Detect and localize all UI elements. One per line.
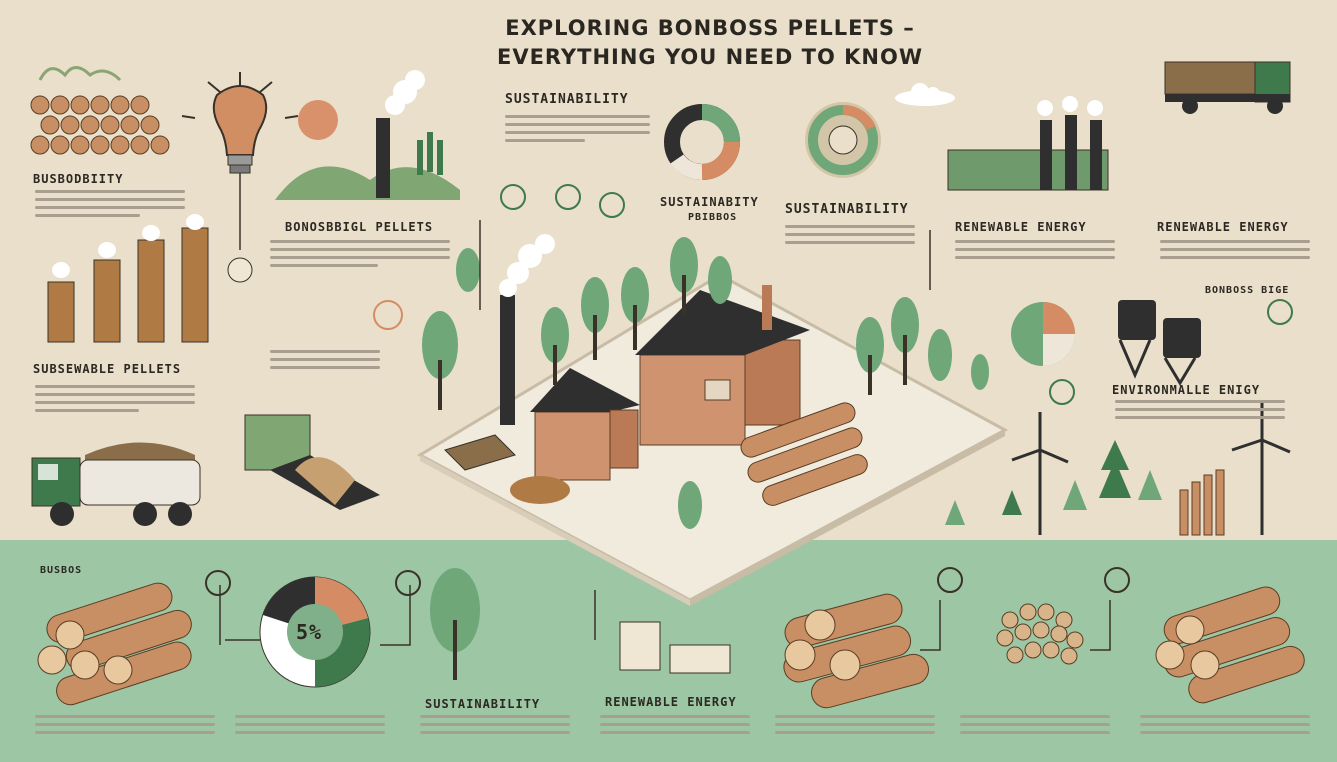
text-block <box>1160 240 1310 264</box>
text-block <box>270 350 380 374</box>
pie-chart-right <box>1011 302 1075 366</box>
truck-icon <box>31 442 201 526</box>
label-renewable-1: RENEWABLE ENERGY <box>955 220 1087 234</box>
wood-posts-right <box>1179 469 1225 536</box>
title-line-2: EVERYTHING YOU NEED TO KNOW <box>496 45 924 69</box>
tree-bottom-icon <box>430 568 480 680</box>
text-block <box>1115 400 1285 424</box>
text-block <box>775 715 935 739</box>
donut-chart-top <box>664 104 740 180</box>
cloud-icon <box>895 83 955 106</box>
donut-percent-value: 5% <box>296 620 323 644</box>
barn-large <box>635 285 810 446</box>
text-block <box>270 240 450 272</box>
pine-trees-right <box>945 440 1162 525</box>
text-block <box>235 715 385 739</box>
truck-top-right-icon <box>1164 61 1291 114</box>
percent-donut-chart <box>259 576 371 688</box>
factory-hill-scene <box>275 70 460 200</box>
label-top-left: BUSBODBIITY <box>33 172 124 186</box>
leaf-icon <box>205 184 1293 674</box>
label-donut-sub: PBIBBOS <box>688 212 738 223</box>
label-bottom-renew: RENEWABLE ENERGY <box>605 695 737 709</box>
label-right-small: BONBOSS BIGE <box>1205 285 1290 296</box>
text-block <box>35 190 185 222</box>
log-pile-bottom-left-icon <box>37 582 192 706</box>
water-tank-icons <box>1118 300 1201 386</box>
label-center-left: BONOSBBIGL PELLETS <box>285 220 434 234</box>
label-sustainability-mid: SUSTAINABILITY <box>785 202 909 217</box>
label-donut-center: SUSTAINABITY <box>660 195 759 209</box>
pellet-heap-icon <box>510 476 570 504</box>
label-bottom-left: BUSBOS <box>40 565 83 576</box>
text-block <box>600 715 750 739</box>
platform-cart-icon <box>444 434 516 471</box>
log-pile-bottom-center-icon <box>783 593 929 709</box>
text-block <box>955 240 1115 264</box>
label-bottom-sustain: SUSTAINABILITY <box>425 697 541 711</box>
pellet-tubes-icon <box>47 214 209 343</box>
barn-small <box>530 368 640 481</box>
text-block <box>785 225 915 249</box>
text-block <box>35 715 215 739</box>
log-pile-top-left-icon <box>30 66 170 155</box>
pellet-machine-icon <box>244 414 380 510</box>
wind-turbine-icon <box>1011 402 1291 535</box>
page-title: EXPLORING BONBOSS PELLETS – EVERYTHING Y… <box>420 14 1000 72</box>
label-renewable-2: RENEWABLE ENERGY <box>1157 220 1289 234</box>
pellet-cluster-icon <box>996 603 1084 665</box>
chimney-icon <box>499 234 555 425</box>
label-sustainability-top: SUSTAINABILITY <box>505 92 629 107</box>
sun-icon <box>298 100 338 140</box>
log-pile-center-icon <box>740 402 868 506</box>
text-block <box>420 715 570 739</box>
factory-icon <box>947 96 1109 191</box>
text-block <box>1140 715 1310 739</box>
tree-icon <box>422 237 989 529</box>
text-block <box>505 115 650 147</box>
ring-chart-top <box>805 102 881 178</box>
log-pile-bottom-right-icon <box>1155 586 1305 704</box>
text-block <box>960 715 1110 739</box>
lightbulb-icon <box>181 72 299 283</box>
label-pellets-left: SUBSEWABLE PELLETS <box>33 362 182 376</box>
text-block <box>35 385 195 417</box>
title-line-1: EXPLORING BONBOSS PELLETS – <box>505 16 915 40</box>
label-environmental: ENVIRONMALLE ENIGY <box>1112 383 1261 397</box>
